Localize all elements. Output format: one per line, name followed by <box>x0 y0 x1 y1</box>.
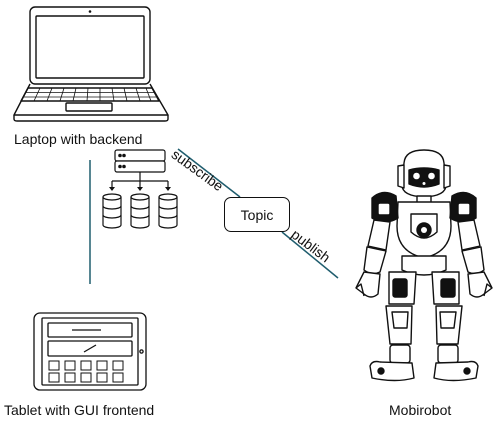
database-icon <box>130 193 150 229</box>
robot-label: Mobirobot <box>389 402 452 418</box>
database-icon <box>158 193 178 229</box>
server-database-icon <box>102 149 178 229</box>
topic-node: Topic <box>224 197 290 232</box>
database-icon <box>102 193 122 229</box>
tablet-label: Tablet with GUI frontend <box>4 402 155 418</box>
humanoid-robot-icon <box>355 149 493 382</box>
edge-subscribe <box>177 148 241 198</box>
laptop-label: Laptop with backend <box>14 131 143 147</box>
edge-publish <box>281 231 339 279</box>
tablet-icon <box>33 312 147 391</box>
topic-label: Topic <box>240 206 274 223</box>
laptop-icon <box>13 6 169 122</box>
